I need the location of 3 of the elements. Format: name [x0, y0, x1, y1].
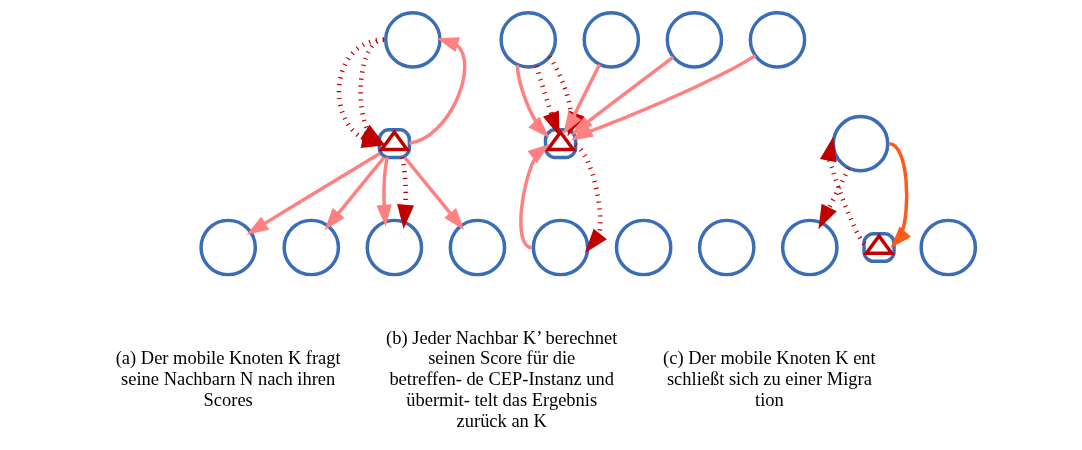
label: (c) Der mobile Knoten K ent schließt sich zu einer Migra tion — [662, 348, 876, 410]
label: (a) Der mobile Knoten K fragt seine Nachbarn N nach ihren Scores — [115, 348, 341, 410]
label: (b) Jeder Nachbar K’ berechnet seinen Score für die betreffen- de CEP-Instanz und übermit- telt das Ergebnis zurück an K — [385, 327, 617, 431]
